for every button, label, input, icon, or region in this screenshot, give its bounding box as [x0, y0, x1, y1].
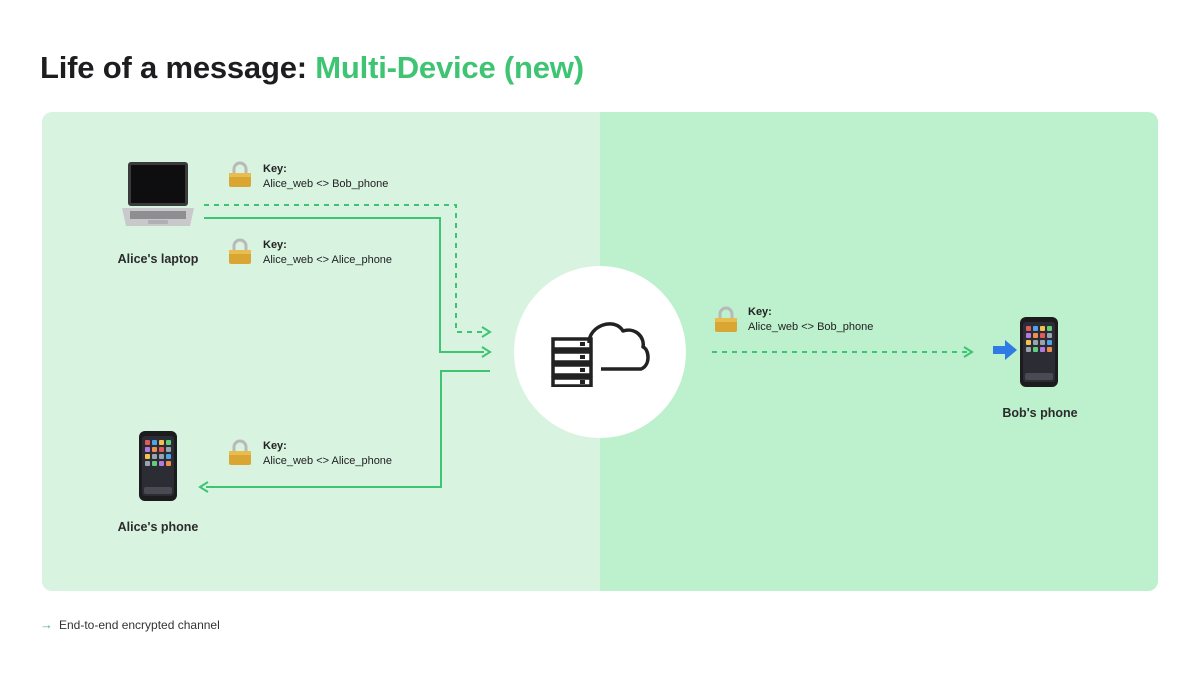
key-value: Alice_web <> Alice_phone: [263, 455, 393, 467]
dashed-arrowhead-1: [481, 326, 492, 338]
legend-arrow-icon: →: [40, 617, 53, 632]
page-title: Life of a message: Multi-Device (new): [40, 50, 584, 86]
solid-arrowhead-1: [481, 346, 492, 358]
key-heading: Key:: [748, 306, 772, 318]
key-label-4: Key: Alice_web <> Bob_phone: [748, 305, 873, 335]
padlock-icon: [229, 238, 251, 264]
key-heading: Key:: [263, 163, 287, 175]
solid-arrowhead-2: [198, 481, 209, 493]
solid-channel-laptop-server: [204, 217, 484, 353]
title-prefix: Life of a message:: [40, 50, 316, 85]
legend: → End-to-end encrypted channel: [40, 617, 220, 632]
padlock-icon: [715, 306, 737, 332]
laptop-icon: [122, 162, 194, 226]
legend-label: End-to-end encrypted channel: [59, 617, 220, 632]
title-accent: Multi-Device (new): [315, 50, 584, 85]
key-label-1: Key: Alice_web <> Bob_phone: [263, 162, 388, 192]
key-heading: Key:: [263, 239, 287, 251]
dashed-channel-laptop-server: [204, 204, 484, 333]
server-cloud-icon: [551, 322, 650, 387]
solid-channel-server-phone: [206, 370, 490, 488]
padlock-icon: [229, 439, 251, 465]
smartphone-icon: [1020, 317, 1058, 387]
receiver-region: [600, 112, 1158, 591]
dashed-arrowhead-2: [963, 346, 974, 358]
alice-phone-label: Alice's phone: [117, 520, 199, 534]
padlock-icon: [229, 161, 251, 187]
key-value: Alice_web <> Bob_phone: [748, 321, 874, 333]
key-heading: Key:: [263, 440, 287, 452]
server-node: [514, 266, 686, 438]
key-label-2: Key: Alice_web <> Alice_phone: [263, 238, 392, 268]
blue-arrow-icon: [993, 340, 1017, 360]
alice-laptop-label: Alice's laptop: [117, 252, 199, 266]
key-label-3: Key: Alice_web <> Alice_phone: [263, 439, 392, 469]
key-value: Alice_web <> Alice_phone: [263, 254, 393, 266]
key-value: Alice_web <> Bob_phone: [263, 178, 389, 190]
bob-phone-label: Bob's phone: [1002, 406, 1078, 420]
smartphone-icon: [139, 431, 177, 501]
